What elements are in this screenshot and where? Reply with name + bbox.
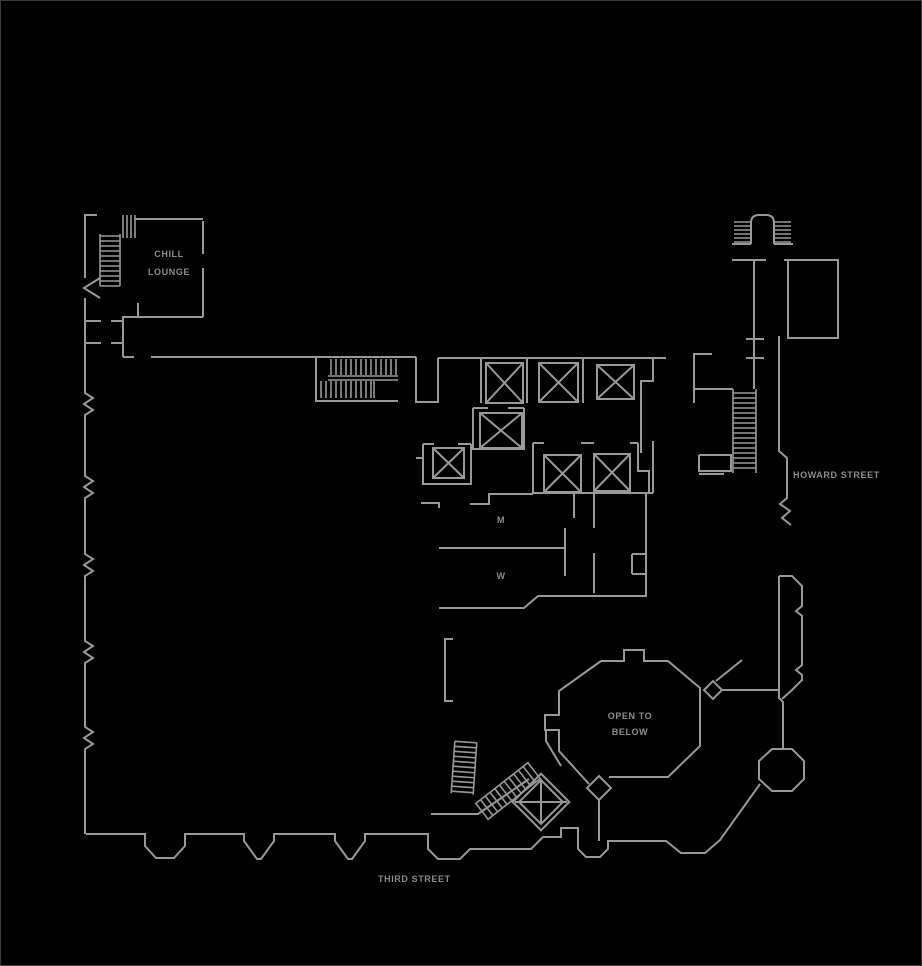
howard-facade [778, 336, 792, 526]
open-to-below-label-line2: BELOW [612, 727, 649, 737]
canopy-hatching [734, 221, 791, 243]
elevator-shaft [593, 453, 631, 492]
elevator-shaft [485, 362, 524, 404]
howard-stair [693, 388, 757, 475]
stair-top-ticks [122, 215, 136, 238]
corner-bay [758, 748, 805, 792]
east-wing [758, 575, 805, 792]
door-swing-arrow [82, 277, 101, 299]
west-wall [82, 214, 123, 834]
stair-treads [100, 235, 120, 287]
octagon-atrium [544, 649, 779, 841]
elevator-shaft [479, 412, 523, 449]
restrooms [421, 493, 647, 609]
door-jamb-ticks [86, 320, 123, 344]
third-street-label: THIRD STREET [378, 874, 451, 884]
chill-lounge-room [122, 218, 204, 357]
revolving-door-arch [750, 214, 775, 244]
rotated-elevator-shaft [511, 772, 571, 832]
labels: CHILL LOUNGE M W OPEN TO BELOW HOWARD ST… [148, 249, 880, 884]
chill-lounge-label-line2: LOUNGE [148, 267, 190, 277]
northwest-stair [99, 215, 136, 287]
chill-lounge-label-line1: CHILL [154, 249, 184, 259]
elevator-shaft [538, 362, 579, 403]
mens-restroom-label: M [497, 515, 505, 525]
elevator-shaft [432, 447, 465, 479]
atrium-column-ne [702, 679, 724, 701]
howard-lobby [693, 259, 839, 389]
howard-entrance-canopy [732, 214, 801, 261]
atrium-column-sw [585, 774, 613, 802]
howard-street-label: HOWARD STREET [793, 470, 880, 480]
elevator-shaft [543, 454, 582, 493]
stair-treads [733, 392, 756, 469]
third-street-facade [86, 783, 761, 860]
atrium-stair-small [450, 740, 478, 795]
howard-room [787, 259, 839, 339]
elevator-bank [416, 357, 666, 494]
corridor-wall-bracket [444, 638, 453, 702]
elevator-room-left [416, 443, 472, 485]
stair-side-wall [431, 778, 530, 815]
stair-treads-lower [320, 381, 372, 398]
fixture [631, 553, 646, 575]
grand-stair [123, 356, 439, 403]
womens-restroom-label: W [496, 571, 505, 581]
elevator-shaft [596, 364, 635, 400]
open-to-below-label-line1: OPEN TO [608, 711, 653, 721]
stair-treads-upper [330, 359, 397, 375]
